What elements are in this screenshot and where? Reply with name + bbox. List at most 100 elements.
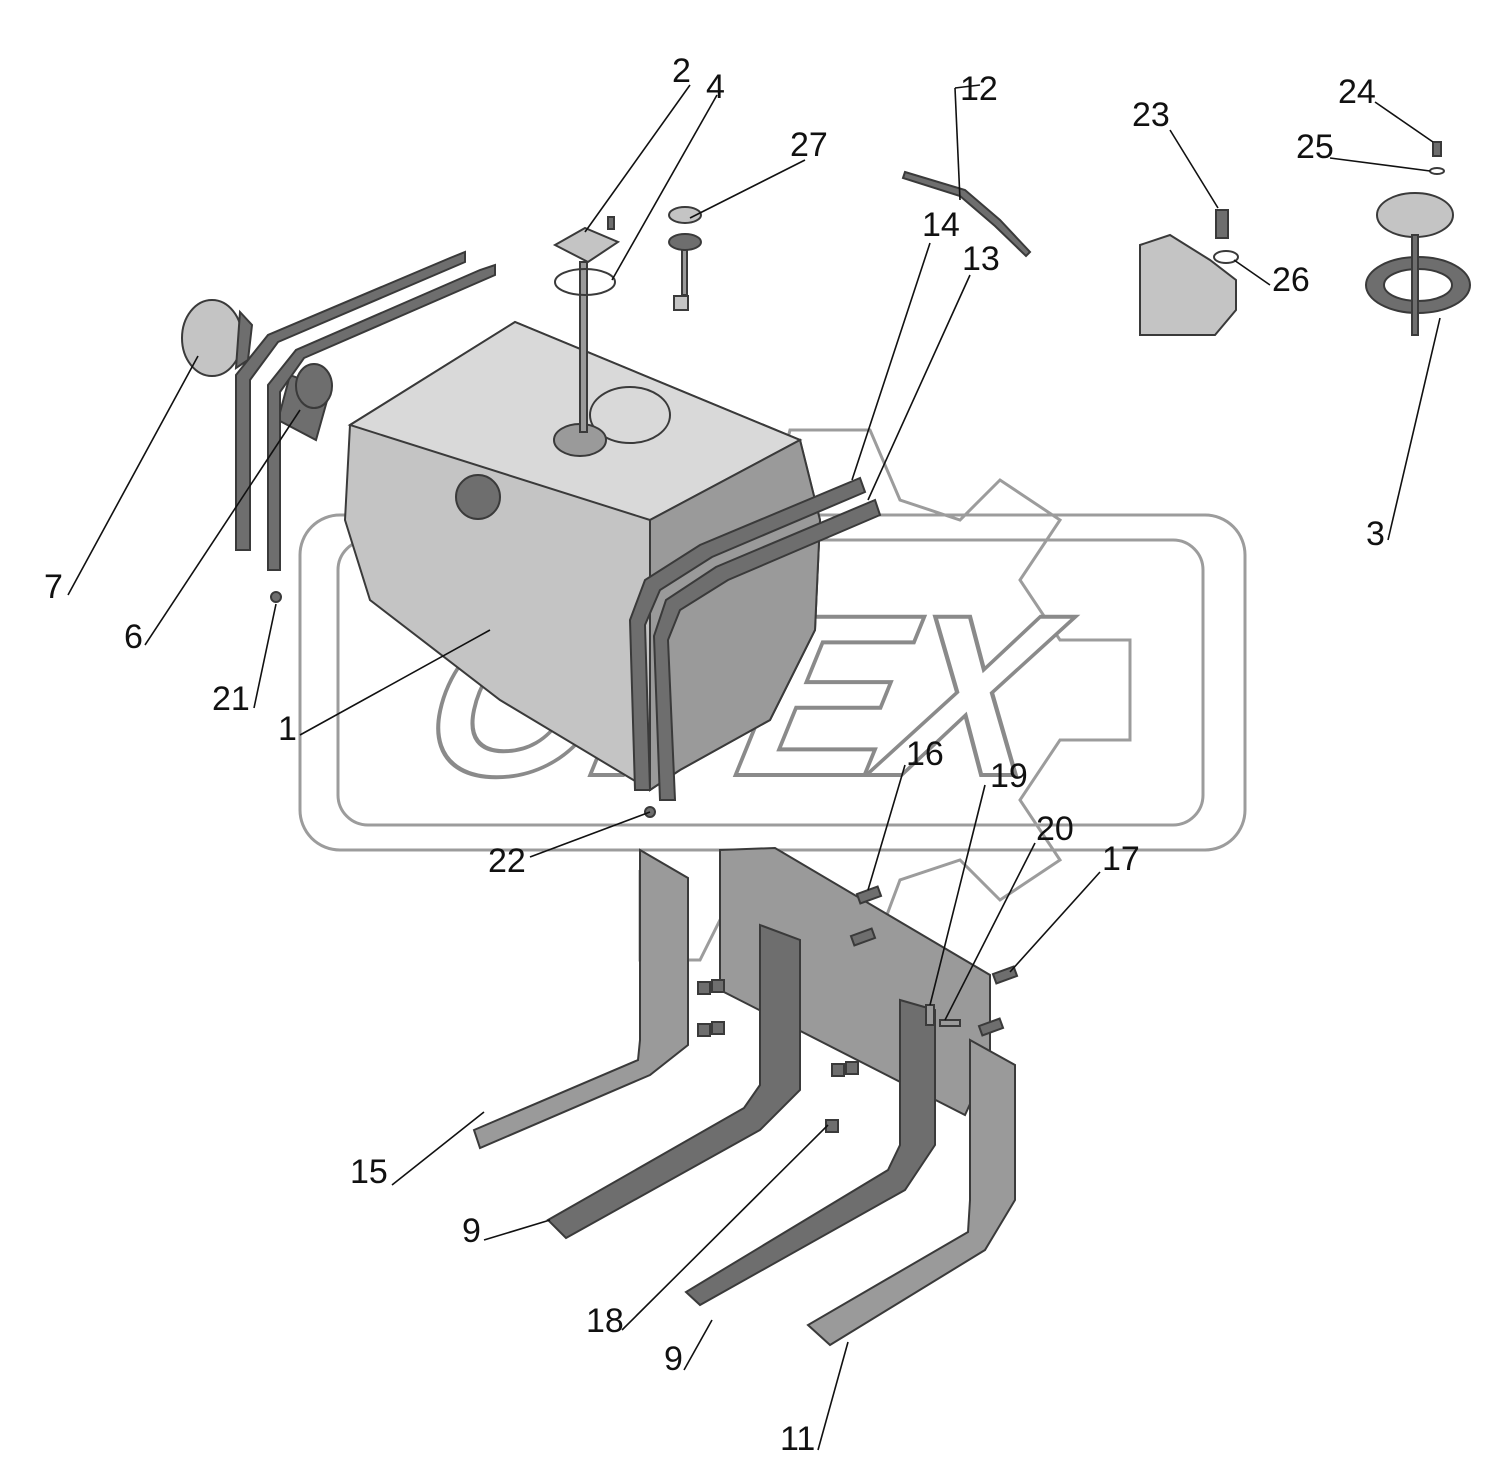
nut-18a <box>697 981 711 995</box>
leader-9b <box>683 1319 713 1371</box>
callout-26: 26 <box>1272 261 1310 299</box>
leader-17 <box>1009 871 1101 973</box>
callout-7: 7 <box>44 568 63 606</box>
leader-16 <box>867 764 906 891</box>
cover-assembly <box>1365 141 1471 336</box>
bracket-15 <box>472 848 689 1150</box>
bolt-23 <box>1215 209 1229 239</box>
leader-12a <box>954 84 981 89</box>
strap-left-inner <box>267 263 496 571</box>
leader-lines <box>67 84 1441 1451</box>
leader-3 <box>1387 317 1441 541</box>
leader-4 <box>611 94 718 281</box>
washer-25 <box>1429 167 1445 175</box>
callout-14: 14 <box>922 206 960 244</box>
nut-18e <box>831 1063 845 1077</box>
callout-21: 21 <box>212 680 250 718</box>
leader-22 <box>529 811 651 858</box>
cover-plate <box>1376 192 1454 238</box>
bracket-11 <box>806 1038 1016 1347</box>
leader-27 <box>689 159 806 219</box>
bolt-16b <box>849 927 877 947</box>
nut-18b <box>711 979 725 993</box>
callout-12: 12 <box>960 70 998 108</box>
callout-27: 27 <box>790 126 828 164</box>
bolt-17b <box>977 1017 1005 1037</box>
level-sensor <box>668 206 702 311</box>
bolt-16 <box>855 885 883 905</box>
callout-18: 18 <box>586 1302 624 1340</box>
mounting-block <box>1139 209 1239 336</box>
nut-set-upper <box>697 979 859 1133</box>
nut-18f <box>845 1061 859 1075</box>
leader-15 <box>391 1111 485 1186</box>
bracket-9-upper <box>546 923 801 1240</box>
callout-19: 19 <box>990 757 1028 795</box>
filler-neck <box>455 474 501 520</box>
leader-9a <box>483 1219 551 1241</box>
strap-left-outer <box>235 250 466 551</box>
washer-26 <box>1213 250 1239 264</box>
sensor-cover <box>668 206 702 224</box>
leader-24 <box>1374 101 1434 143</box>
leader-6 <box>144 409 301 646</box>
fuel-gauge-flange <box>589 386 671 444</box>
screw-24 <box>1432 141 1442 157</box>
callout-1: 1 <box>278 710 297 748</box>
callout-15: 15 <box>350 1153 388 1191</box>
leader-13 <box>867 274 971 501</box>
callout-9-upper: 9 <box>462 1212 481 1250</box>
leader-18 <box>621 1124 829 1331</box>
callout-9-lower: 9 <box>664 1340 683 1378</box>
leader-20 <box>944 842 1036 1021</box>
strap-12 <box>901 170 1032 258</box>
fuel-sender-unit <box>552 216 621 433</box>
callout-3: 3 <box>1366 515 1385 553</box>
leader-7 <box>67 355 199 596</box>
leader-12b <box>954 87 961 201</box>
callout-6: 6 <box>124 618 143 656</box>
callout-17: 17 <box>1102 840 1140 878</box>
bracket-block <box>1139 233 1237 336</box>
sender-gasket <box>554 268 616 296</box>
nut-21 <box>270 591 282 603</box>
cover-stem <box>1411 234 1419 336</box>
callout-13: 13 <box>962 240 1000 278</box>
sender-tube <box>579 261 588 433</box>
pin-20 <box>939 1019 961 1027</box>
strap-14 <box>628 476 867 791</box>
callout-2: 2 <box>672 52 691 90</box>
sender-flange <box>552 226 621 264</box>
strap-13 <box>652 498 882 801</box>
leader-11 <box>817 1341 849 1451</box>
leader-1 <box>299 629 491 736</box>
leader-2 <box>584 84 691 233</box>
callout-22: 22 <box>488 842 526 880</box>
sensor-float <box>673 295 689 311</box>
leader-23 <box>1169 129 1219 209</box>
nut-18d <box>711 1021 725 1035</box>
nut-18c <box>697 1023 711 1037</box>
callout-4: 4 <box>706 68 725 106</box>
sensor-rod <box>681 249 688 296</box>
leader-25 <box>1329 157 1431 172</box>
leader-21 <box>253 603 277 709</box>
callout-20: 20 <box>1036 810 1074 848</box>
callout-25: 25 <box>1296 128 1334 166</box>
callout-16: 16 <box>906 735 944 773</box>
cap-body <box>181 299 243 377</box>
callout-labels: 1 2 3 4 6 7 9 9 11 12 13 14 15 16 17 18 … <box>44 52 1385 1458</box>
leader-14 <box>851 242 931 481</box>
sender-bolt <box>607 216 615 230</box>
callout-23: 23 <box>1132 96 1170 134</box>
callout-11: 11 <box>780 1420 815 1458</box>
callout-24: 24 <box>1338 73 1376 111</box>
strainer-end <box>295 363 333 409</box>
bracket-9-lower <box>684 998 936 1307</box>
leader-26 <box>1233 259 1271 286</box>
leader-19 <box>929 784 986 1006</box>
plate-19 <box>925 1004 935 1026</box>
sensor-ring <box>668 233 702 251</box>
